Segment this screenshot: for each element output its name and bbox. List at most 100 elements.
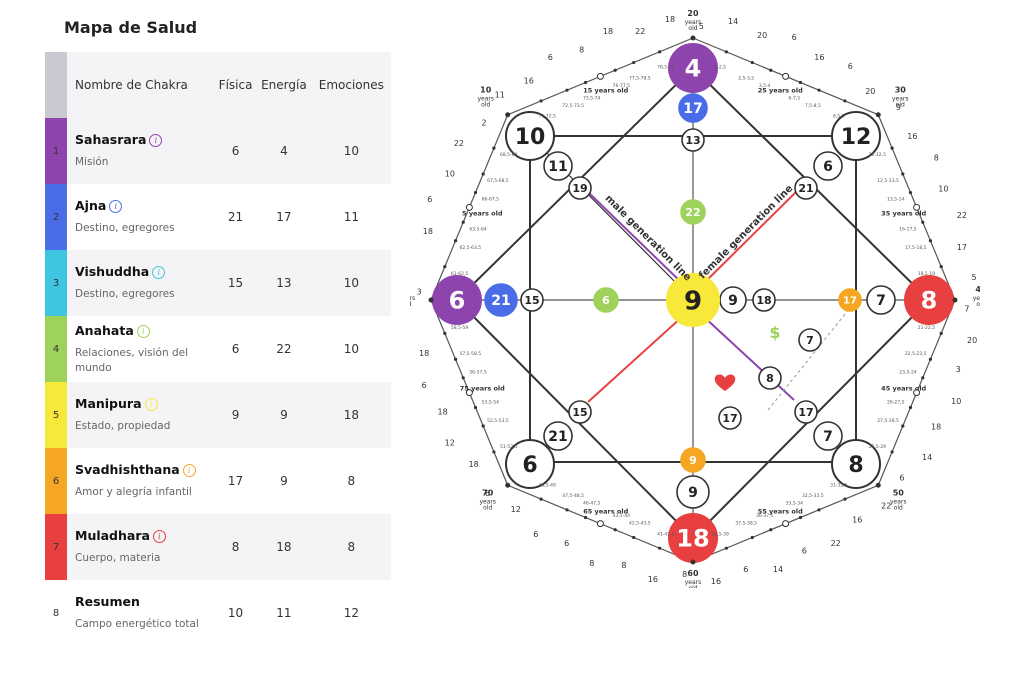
left-inner-node [484,283,518,317]
mid-age-label: 55 years old [758,508,803,516]
age-vertex-dot [952,297,958,303]
chakra-name: Sahasrara [75,132,147,147]
age-unit: years [685,579,702,586]
age-range-label: 61-62,5 [451,271,469,277]
age-tick-dot [565,88,569,92]
age-tick-dot [481,172,485,176]
outer-number: 18 [438,407,448,416]
info-icon[interactable]: i [144,398,158,411]
outer-number: 20 [967,336,977,345]
male-generation-line [587,191,684,285]
chakra-description: Campo energético total [75,618,199,630]
chakra-description: Misión [75,156,109,168]
value-emociones: 8 [347,474,356,488]
corner-tr-node-label: 12 [841,125,872,150]
chakra-description: Cuerpo, materia [75,552,161,564]
outer-number: 11 [495,91,505,100]
age-sub: old [894,504,903,511]
corner-tl-inner2-label: 19 [572,182,587,195]
age-tick-dot [583,515,588,520]
money-line [767,307,851,411]
corner-bl-inner2 [568,400,592,424]
age-tick-dot [908,190,913,195]
chakra-name: Svadhishthana [75,462,180,477]
mid-age-marker [782,72,790,80]
bottom-inner-node-label: 9 [688,485,698,501]
age-range-label: 76-77,5 [613,83,631,89]
age-range-label: 51-52,5 [500,444,518,450]
corner-tl-inner-label: 11 [548,159,567,175]
age-label: 50 [893,488,905,497]
age-vertex-dot [505,112,511,118]
age-tick-dot [453,357,458,361]
corner-tl-inner [543,151,573,181]
age-range-label: 52,5-53,5 [487,418,509,424]
outer-number: 7 [964,304,969,313]
outer-number: 16 [907,132,917,141]
upper-mid-node [680,199,706,225]
bottom-node-label: 18 [676,525,709,553]
dollar-icon: $ [769,323,780,342]
age-range-label: 48,5-49 [539,482,557,488]
age-range-label: 26-27,5 [887,399,905,405]
age-vertex-dot [875,112,881,118]
outer-number: 22 [454,139,464,148]
left-node-label: 6 [449,287,466,315]
outer-number: 5 [699,22,704,31]
age-range-label: 18,5-19 [918,271,936,277]
age-tick-dot [798,515,803,520]
mid-age-marker [465,389,473,397]
left-mid-node-label: 6 [602,294,610,307]
outer-number: 16 [648,575,658,584]
chakra-description: Destino, egregores [75,288,175,300]
info-icon[interactable]: i [109,200,123,213]
info-icon[interactable]: i [182,464,196,477]
top-node [668,43,718,93]
value-energia: 17 [276,210,292,224]
value-energia: 9 [256,382,312,448]
age-tick-dot [939,265,943,269]
age-tick-dot [750,535,754,540]
header-band [45,52,67,118]
corner-tr-inner2-label: 21 [798,182,813,195]
outer-number: 6 [485,489,490,498]
age-unit: years [410,295,415,302]
corner-tl-node-label: 10 [515,125,546,150]
outer-number: 6 [899,473,904,482]
age-tick-dot [939,331,943,335]
bottom-inner-node [676,475,710,509]
info-icon[interactable]: i [152,530,166,543]
age-range-label: 13,5-14 [887,197,905,203]
value-emociones: 11 [343,210,359,224]
page-title: Mapa de Salud [64,18,198,37]
age-tick-dot [539,99,543,103]
age-range-label: 78,5-79 [657,65,675,71]
corner-bl-inner2-label: 15 [572,406,587,419]
info-icon[interactable]: i [152,266,166,279]
info-icon[interactable]: i [136,324,150,338]
chakra-number: 4 [45,316,67,382]
info-icon[interactable]: i [149,134,163,147]
age-tick-dot [921,376,925,380]
age-unit: years [477,96,494,103]
right-inner2-node [838,288,862,312]
chakra-number: 3 [45,250,67,316]
center-node [666,273,720,327]
age-tick-dot [928,239,933,243]
age-tick-dot [890,450,894,454]
age-label: 20 [687,9,699,18]
right-inner2-node-label: 17 [843,296,857,307]
outer-number: 5 [972,273,977,282]
value-fisica: 6 [231,342,240,356]
age-label: 60 [687,569,699,578]
age-vertex-dot [690,35,696,41]
age-unit: years [973,295,980,302]
age-unit: years [479,498,496,505]
bottom-inner2-node-label: 9 [689,454,697,467]
age-vertex-dot [428,297,434,303]
age-sub: old [410,301,412,308]
